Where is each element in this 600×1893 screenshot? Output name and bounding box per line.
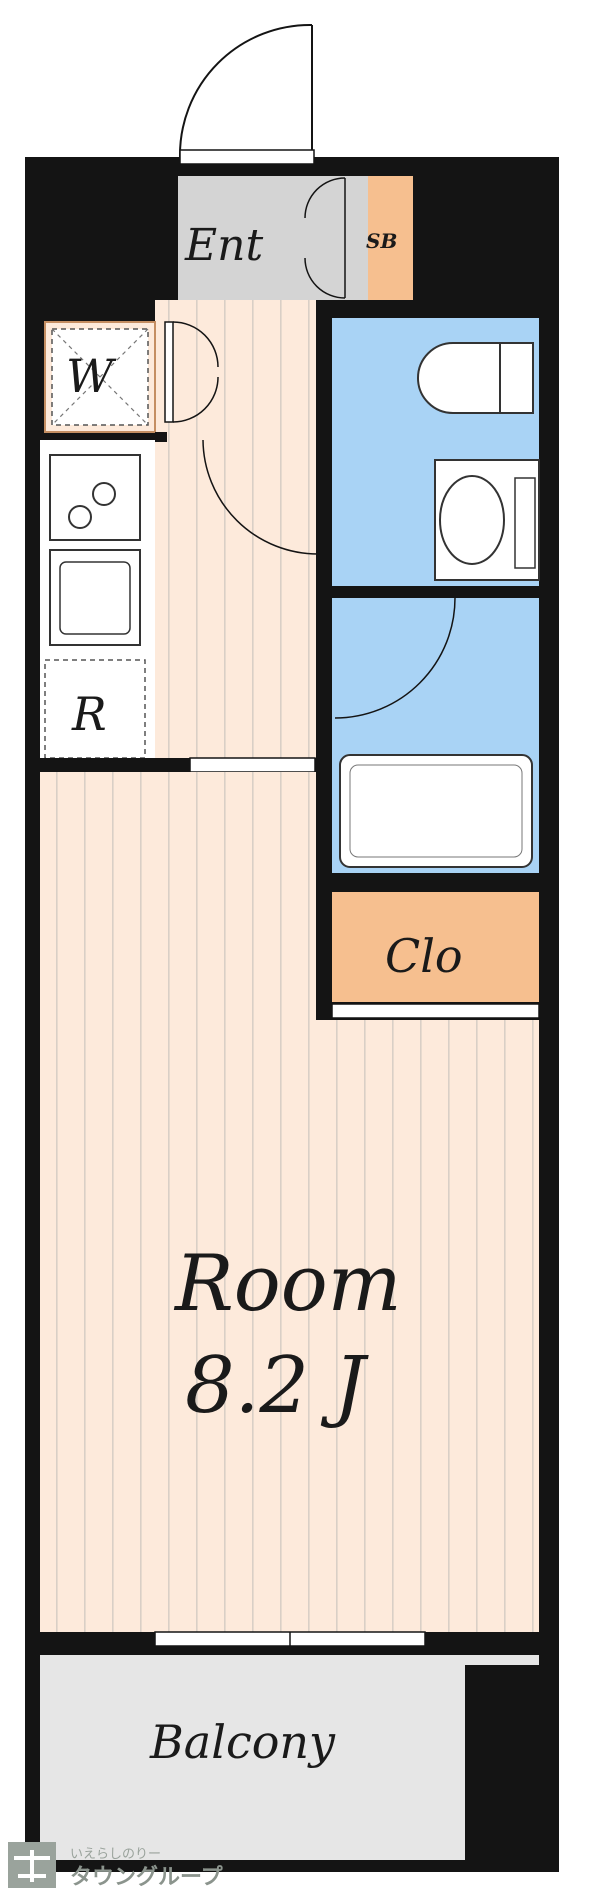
- entrance-label: Ent: [184, 220, 263, 271]
- bathtub-inner: [349, 764, 523, 858]
- watermark-line2: タウングループ: [70, 1864, 224, 1890]
- balcony-label: Balcony: [149, 1715, 336, 1769]
- room-name-label: Room: [173, 1239, 402, 1329]
- stove: [49, 454, 141, 541]
- kitchen-wall: [155, 432, 167, 442]
- room-door-opening: [189, 757, 316, 773]
- toilet-tank-icon: [499, 342, 534, 414]
- main-room: [40, 772, 316, 1020]
- main-room-lower: [40, 1020, 539, 1632]
- washer-label: W: [66, 349, 117, 403]
- sink-basin: [59, 561, 131, 635]
- fridge-box: [44, 659, 146, 759]
- closet-door-rail: [331, 1003, 540, 1019]
- balcony-rail: [40, 1655, 539, 1665]
- washroom: [332, 598, 539, 748]
- closet: [332, 892, 539, 1002]
- washer-cross-icon: [51, 328, 149, 426]
- entry-door-opening: [179, 149, 315, 165]
- washroom-door-icon: [334, 597, 456, 719]
- burner-1-icon: [68, 505, 92, 529]
- entrance-doors-icon: [304, 177, 346, 299]
- entry-door-icon: [178, 23, 313, 158]
- watermark-line1: いえらしのりー: [70, 1847, 161, 1862]
- fridge-label: R: [71, 687, 107, 741]
- washbasin-icon: [439, 475, 505, 565]
- watermark: いえらしのりー タウングループ: [8, 1842, 224, 1890]
- room-size-label: 8.2 J: [185, 1341, 369, 1431]
- hallway-floor: [155, 300, 327, 758]
- balcony: [40, 1655, 465, 1860]
- burner-2-icon: [92, 482, 116, 506]
- closet-label: Clo: [385, 929, 463, 983]
- entrance-area: [178, 176, 368, 300]
- washbasin-rim: [514, 477, 536, 569]
- shoe-box-label: SB: [366, 229, 397, 253]
- shoe-box: [368, 176, 413, 300]
- washer-door-icon: [164, 321, 219, 423]
